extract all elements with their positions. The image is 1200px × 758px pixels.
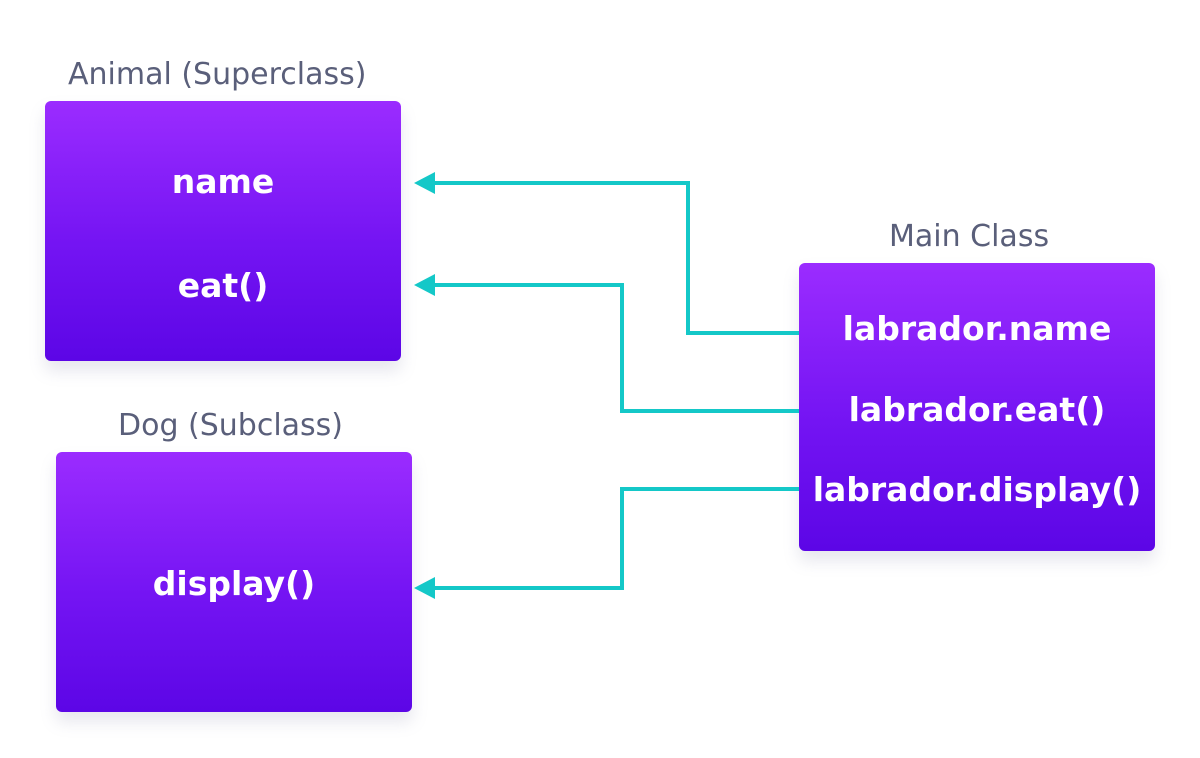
arrow-labrador-eat-to-eat — [432, 283, 799, 413]
arrowhead-eat — [414, 274, 435, 296]
main-class-box: labrador.name labrador.eat() labrador.di… — [799, 263, 1155, 551]
arrow-labrador-display-to-display — [432, 487, 799, 590]
superclass-box: name eat() — [45, 101, 401, 361]
arrow-labrador-name-to-name — [432, 181, 799, 335]
superclass-member-eat: eat() — [177, 266, 269, 305]
superclass-member-name: name — [171, 162, 275, 201]
main-member-labrador-name: labrador.name — [842, 309, 1112, 348]
main-class-caption: Main Class — [889, 219, 1050, 254]
subclass-caption: Dog (Subclass) — [118, 408, 344, 443]
subclass-member-display: display() — [152, 564, 316, 603]
superclass-caption: Animal (Superclass) — [68, 57, 367, 92]
main-member-labrador-eat: labrador.eat() — [848, 390, 1106, 429]
subclass-box: display() — [56, 452, 412, 712]
arrowhead-display — [414, 577, 435, 599]
main-member-labrador-display: labrador.display() — [812, 470, 1142, 509]
arrowhead-name — [414, 172, 435, 194]
